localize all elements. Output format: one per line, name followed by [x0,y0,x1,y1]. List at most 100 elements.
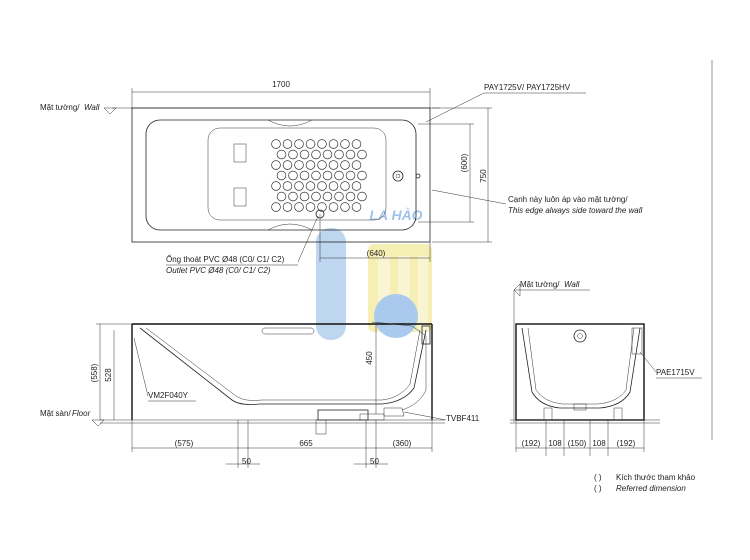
top-view: Mặt tường/ Wall 1700 PAY1725V/ PAY1725HV [40,80,643,275]
massage-hole [305,202,316,212]
massage-hole [317,139,327,149]
floor-label-en: Floor [72,409,91,418]
legend-bracket-2: ( ) [594,484,602,493]
massage-hole [271,139,281,149]
massage-hole [271,181,281,191]
massage-hole [305,181,316,191]
massage-hole [322,191,333,202]
dim-height-outer: (558) [90,363,99,382]
dim-length: 1700 [272,80,290,89]
massage-hole [340,181,350,191]
massage-hole [334,170,344,181]
side-dim-2: 108 [548,439,562,448]
legend-row-en: ( ) Referred dimension [594,483,695,494]
watermark-text: LA HÀO [369,207,422,223]
massage-hole [288,191,298,202]
massage-hole [288,170,298,181]
dim-height-inner: 528 [104,368,113,382]
massage-hole [351,139,362,149]
massage-hole [328,202,339,212]
massage-hole [334,191,344,202]
dim-leg-a: 50 [242,457,251,466]
massage-hole [340,160,350,170]
side-view: Mặt tường/ Wall PAE1715V (192) 108 (150)… [510,280,702,456]
massage-hole [271,160,281,170]
massage-hole [311,149,321,160]
wall-top-label-en: Wall [84,103,100,112]
massage-hole [317,202,327,212]
massage-hole [345,191,356,202]
wall-side-label: Mặt tường/ [520,280,560,289]
dim-front-left: (575) [175,439,194,448]
massage-hole [299,149,310,160]
side-dim-5: (192) [617,439,636,448]
massage-hole [351,160,362,170]
massage-hole [340,139,350,149]
massage-hole [276,149,287,160]
massage-hole [294,202,304,212]
massage-hole [271,202,281,212]
outlet-note-vi: Ống thoát PVC Ø48 (C0/ C1/ C2) [166,254,285,264]
watermark-logo: LA HÀO [316,207,432,340]
massage-hole [282,139,293,149]
massage-hole [299,191,310,202]
massage-hole [334,149,344,160]
wall-side-label-en: Wall [564,280,580,289]
massage-hole [276,170,287,181]
front-leg-model-label: VM2F040Y [148,391,189,400]
massage-hole [357,170,367,181]
side-dim-4: 108 [592,439,606,448]
massage-hole [294,139,304,149]
dim-right-gap: (360) [393,439,412,448]
massage-hole [282,181,293,191]
tub-model-label: PAY1725V/ PAY1725HV [484,83,571,92]
massage-hole [276,191,287,202]
legend-ref-vi: Kích thước tham khảo [616,473,696,482]
outlet-note-en: Outlet PVC Ø48 (C0/ C1/ C2) [166,266,271,275]
front-view: Mặt sàn/ Floor (558) 528 VM2F040Y 450 TV… [40,321,480,468]
massage-hole [351,181,362,191]
wall-top-label: Mặt tường/ [40,103,80,112]
massage-hole [311,191,321,202]
dim-drain-height: 450 [365,351,374,365]
massage-hole [288,149,298,160]
massage-hole [299,170,310,181]
massage-hole [322,149,333,160]
legend: ( ) Kích thước tham khảo ( ) Referred dime… [594,472,695,494]
legend-bracket: ( ) [594,473,602,482]
massage-hole [317,181,327,191]
legend-ref-en: Referred dimension [616,484,686,493]
massage-hole [328,160,339,170]
massage-hole [294,160,304,170]
dim-leg-b: 50 [370,457,379,466]
massage-hole [345,149,356,160]
massage-hole [282,202,293,212]
massage-hole [305,160,316,170]
dim-center: 665 [299,439,313,448]
massage-hole [357,149,367,160]
massage-hole [305,139,316,149]
legend-row-vi: ( ) Kích thước tham khảo [594,472,695,483]
massage-hole [340,202,350,212]
drain-model-label: TVBF411 [446,414,480,423]
massage-holes [271,139,367,212]
floor-label: Mặt sàn/ [40,409,71,418]
panel-model-label: PAE1715V [656,368,695,377]
massage-hole [282,160,293,170]
massage-hole [311,170,321,181]
side-dim-3: (150) [568,439,587,448]
edge-note-en: This edge always side toward the wall [508,206,643,215]
dim-inner-width: (600) [460,153,469,172]
side-dim-1: (192) [522,439,541,448]
massage-hole [345,170,356,181]
massage-hole [351,202,362,212]
massage-hole [317,160,327,170]
massage-hole [328,181,339,191]
massage-hole [322,170,333,181]
massage-hole [328,139,339,149]
edge-note-vi: Cạnh này luôn áp vào mặt tường/ [508,195,628,204]
massage-hole [294,181,304,191]
dim-drain-offset: (640) [367,249,386,258]
dim-width: 750 [479,169,488,183]
